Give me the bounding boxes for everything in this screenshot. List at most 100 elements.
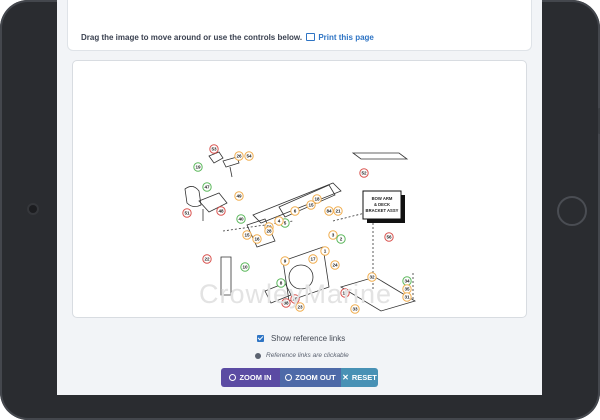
- callout-number[interactable]: 19: [195, 165, 201, 170]
- callout-circle[interactable]: [274, 216, 284, 226]
- callout-circle[interactable]: [340, 288, 350, 298]
- callout-circle[interactable]: [295, 302, 305, 312]
- callout-circle[interactable]: [202, 182, 212, 192]
- callout-number[interactable]: 47: [204, 185, 210, 190]
- callout-number[interactable]: 33: [352, 307, 358, 312]
- callout-circle[interactable]: [242, 230, 252, 240]
- callout-number[interactable]: 1: [324, 249, 327, 254]
- callout-number[interactable]: 22: [204, 257, 210, 262]
- callout-number[interactable]: 24: [332, 263, 338, 268]
- callout-number[interactable]: 8: [280, 281, 283, 286]
- callout-circle[interactable]: [336, 234, 346, 244]
- callout-circle[interactable]: [333, 206, 343, 216]
- callout-number[interactable]: 4: [278, 219, 281, 224]
- zoom-out-label: ZOOM OUT: [295, 373, 336, 382]
- callout-number[interactable]: 23: [297, 305, 303, 310]
- callout-number[interactable]: 35: [404, 287, 410, 292]
- callout-circle[interactable]: [276, 278, 286, 288]
- callout-number[interactable]: 51: [184, 211, 190, 216]
- assembly-label-box: BOW ARM & DECK BRACKET ASSY: [362, 190, 405, 223]
- callout-circle[interactable]: [359, 168, 369, 178]
- callout-number[interactable]: 6: [294, 209, 297, 214]
- callout-circle[interactable]: [264, 226, 274, 236]
- callout-circle[interactable]: [240, 262, 250, 272]
- camera-icon: [29, 205, 37, 213]
- callout-number[interactable]: 2: [340, 237, 343, 242]
- close-icon: ✕: [342, 372, 349, 382]
- callout-circle[interactable]: [236, 214, 246, 224]
- printer-icon[interactable]: [306, 33, 316, 41]
- callout-circle[interactable]: [290, 294, 300, 304]
- callout-number[interactable]: 34: [404, 279, 410, 284]
- winch-body-part: [198, 192, 228, 213]
- callout-number[interactable]: 31: [404, 295, 410, 300]
- callout-circle[interactable]: [320, 246, 330, 256]
- zoom-out-icon: [285, 374, 293, 381]
- callout-number[interactable]: 53: [211, 147, 217, 152]
- callout-number[interactable]: 9: [284, 259, 287, 264]
- callout-circle[interactable]: [330, 260, 340, 270]
- callout-number[interactable]: 38: [283, 301, 289, 306]
- callout-number[interactable]: 18: [342, 291, 348, 296]
- callout-number[interactable]: 56: [386, 235, 392, 240]
- callout-number[interactable]: 84: [326, 209, 332, 214]
- callout-number[interactable]: 15: [244, 233, 250, 238]
- callout-number[interactable]: 10: [242, 265, 248, 270]
- callout-circle[interactable]: [312, 194, 322, 204]
- callout-circle[interactable]: [281, 298, 291, 308]
- callout-circle[interactable]: [280, 256, 290, 266]
- callout-number[interactable]: 16: [254, 237, 260, 242]
- reset-button[interactable]: ✕ RESET: [341, 368, 378, 387]
- zoom-in-button[interactable]: ZOOM IN: [221, 368, 280, 387]
- callout-circle[interactable]: [234, 151, 244, 161]
- callout-number[interactable]: 32: [369, 275, 375, 280]
- callout-circle[interactable]: [402, 292, 412, 302]
- callout-circle[interactable]: [384, 232, 394, 242]
- diagram-viewer[interactable]: CrowleyMarine: [72, 60, 527, 318]
- callout-number[interactable]: 3: [332, 233, 335, 238]
- callout-circle[interactable]: [252, 234, 262, 244]
- callout-circle[interactable]: [234, 191, 244, 201]
- parts-diagram[interactable]: BOW ARM & DECK BRACKET ASSY 535426195247…: [73, 61, 526, 317]
- instruction-label: Drag the image to move around or use the…: [81, 33, 303, 42]
- show-reference-row[interactable]: Show reference links: [257, 334, 345, 343]
- callout-number[interactable]: 17: [310, 257, 316, 262]
- callout-circle[interactable]: [367, 272, 377, 282]
- assembly-label-line: BRACKET ASSY: [366, 208, 399, 213]
- callout-circle[interactable]: [290, 206, 300, 216]
- callout-circle[interactable]: [244, 151, 254, 161]
- top-strap-part: [351, 152, 409, 160]
- callout-number[interactable]: 28: [266, 229, 272, 234]
- callout-number[interactable]: 40: [238, 217, 244, 222]
- zoom-out-button[interactable]: ZOOM OUT: [280, 368, 341, 387]
- zoom-toolbar: ZOOM IN ZOOM OUT ✕ RESET: [221, 368, 378, 387]
- callout-circle[interactable]: [216, 206, 226, 216]
- callout-number[interactable]: 21: [335, 209, 341, 214]
- callout-circle[interactable]: [350, 304, 360, 314]
- zoom-in-icon: [229, 374, 237, 381]
- callout-number[interactable]: 5: [284, 221, 287, 226]
- print-link[interactable]: Print this page: [318, 33, 374, 42]
- callout-circle[interactable]: [182, 208, 192, 218]
- callout-circle[interactable]: [328, 230, 338, 240]
- tablet-side-button: [598, 108, 600, 134]
- callout-number[interactable]: 54: [246, 154, 252, 159]
- callout-circle[interactable]: [193, 162, 203, 172]
- callout-number[interactable]: 18: [314, 197, 320, 202]
- main-beam-part: [252, 182, 342, 224]
- callout-circle[interactable]: [324, 206, 334, 216]
- bolt-part: [229, 166, 233, 178]
- callout-number[interactable]: 49: [236, 194, 242, 199]
- callout-circle[interactable]: [308, 254, 318, 264]
- callout-circle[interactable]: [202, 254, 212, 264]
- callout-number[interactable]: 26: [236, 154, 242, 159]
- instruction-text: Drag the image to move around or use the…: [81, 33, 374, 42]
- callout-number[interactable]: 25: [292, 297, 298, 302]
- callout-number[interactable]: 48: [218, 209, 224, 214]
- callout-circle[interactable]: [306, 200, 316, 210]
- show-reference-checkbox[interactable]: [257, 335, 264, 342]
- callout-number[interactable]: 52: [361, 171, 367, 176]
- callout-number[interactable]: 15: [308, 203, 314, 208]
- callout-circle[interactable]: [209, 144, 219, 154]
